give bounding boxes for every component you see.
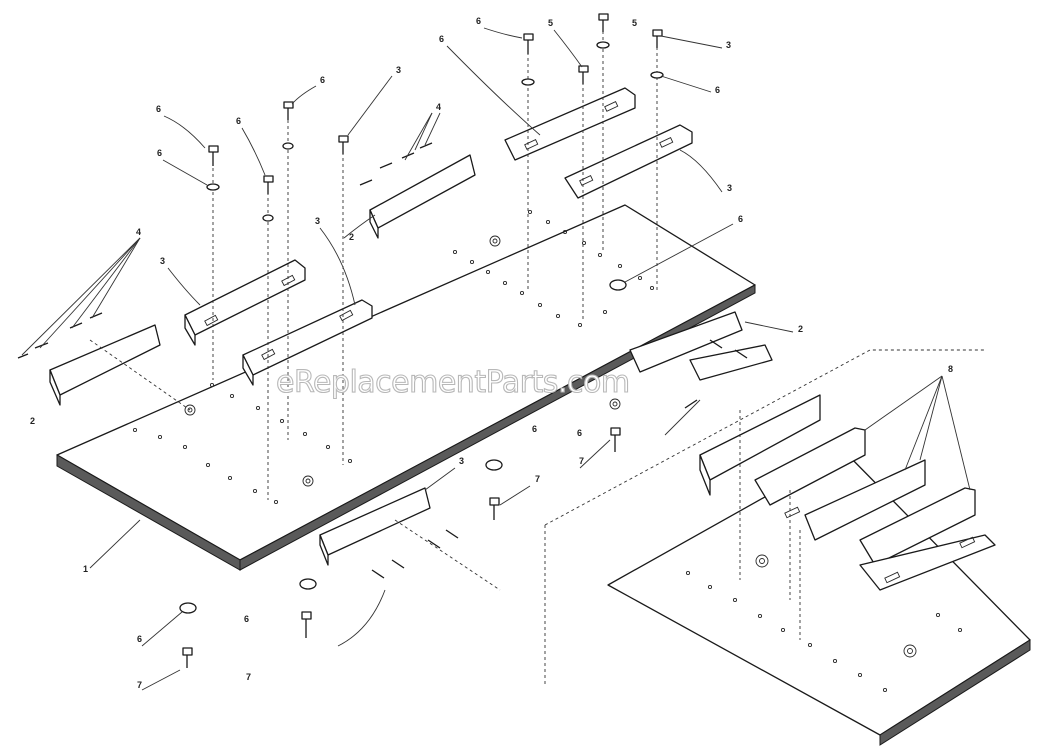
screw <box>263 175 274 194</box>
washer <box>596 41 610 49</box>
slotted-bracket-right-lower <box>564 124 693 199</box>
callout-number-4: 4 <box>136 227 141 237</box>
callout-number-6: 6 <box>715 85 720 95</box>
screw <box>283 101 294 120</box>
screw <box>338 135 349 154</box>
bolt <box>489 497 500 520</box>
washer <box>485 459 503 471</box>
washer <box>521 78 535 86</box>
callout-number-7: 7 <box>535 474 540 484</box>
callout-number-6: 6 <box>577 428 582 438</box>
washer <box>650 71 664 79</box>
callout-number-7: 7 <box>137 680 142 690</box>
screw <box>652 29 663 48</box>
callout-number-6: 6 <box>439 34 444 44</box>
angle-bracket-right <box>629 311 773 381</box>
callout-number-5: 5 <box>632 18 637 28</box>
callout-number-6: 6 <box>532 424 537 434</box>
callout-number-6: 6 <box>244 614 249 624</box>
base-plate-holes <box>132 209 655 505</box>
callout-leader-lines <box>21 27 971 691</box>
callout-number-4: 4 <box>436 102 441 112</box>
callout-number-7: 7 <box>246 672 251 682</box>
washer <box>262 214 274 222</box>
washer <box>282 142 294 150</box>
callout-number-3: 3 <box>459 456 464 466</box>
callout-number-6: 6 <box>137 634 142 644</box>
callout-number-3: 3 <box>727 183 732 193</box>
callout-number-6: 6 <box>738 214 743 224</box>
bolt <box>301 611 312 638</box>
screw <box>523 33 534 54</box>
callout-number-1: 1 <box>83 564 88 574</box>
callout-number-2: 2 <box>30 416 35 426</box>
callout-number-6: 6 <box>236 116 241 126</box>
washer <box>179 602 197 614</box>
slotted-bracket-left-upper <box>184 259 306 346</box>
callout-number-3: 3 <box>396 65 401 75</box>
callout-number-3: 3 <box>315 216 320 226</box>
callout-number-6: 6 <box>156 104 161 114</box>
angle-bracket-left <box>49 324 161 406</box>
angle-bracket-front <box>319 487 431 566</box>
fasteners <box>17 13 748 668</box>
callout-number-6: 6 <box>320 75 325 85</box>
nut <box>609 279 627 291</box>
washer <box>299 578 317 590</box>
angle-bracket-center <box>369 154 476 239</box>
callout-number-7: 7 <box>579 456 584 466</box>
washer <box>206 183 220 191</box>
slotted-bracket-left-lower <box>242 299 373 386</box>
callout-number-2: 2 <box>798 324 803 334</box>
callout-number-3: 3 <box>726 40 731 50</box>
screw <box>598 13 609 32</box>
screw <box>208 145 219 166</box>
callout-numbers: 1 2 2 2 3 3 3 3 3 3 4 4 5 5 6 6 6 6 6 6 6 6 6 6 6 6 7 7 7 7 8 <box>30 16 953 690</box>
inset-angle-brackets <box>699 394 996 591</box>
slotted-bracket-right-upper <box>504 87 636 161</box>
callout-number-3: 3 <box>160 256 165 266</box>
callout-number-6: 6 <box>476 16 481 26</box>
callout-number-5: 5 <box>548 18 553 28</box>
screw <box>578 65 589 84</box>
bolt <box>182 647 193 668</box>
callout-number-2: 2 <box>349 232 354 242</box>
bolt <box>610 427 621 452</box>
main-base-plate <box>56 204 756 571</box>
callout-number-8: 8 <box>948 364 953 374</box>
watermark-text: eReplacementParts.com <box>276 365 630 400</box>
callout-number-6: 6 <box>157 148 162 158</box>
